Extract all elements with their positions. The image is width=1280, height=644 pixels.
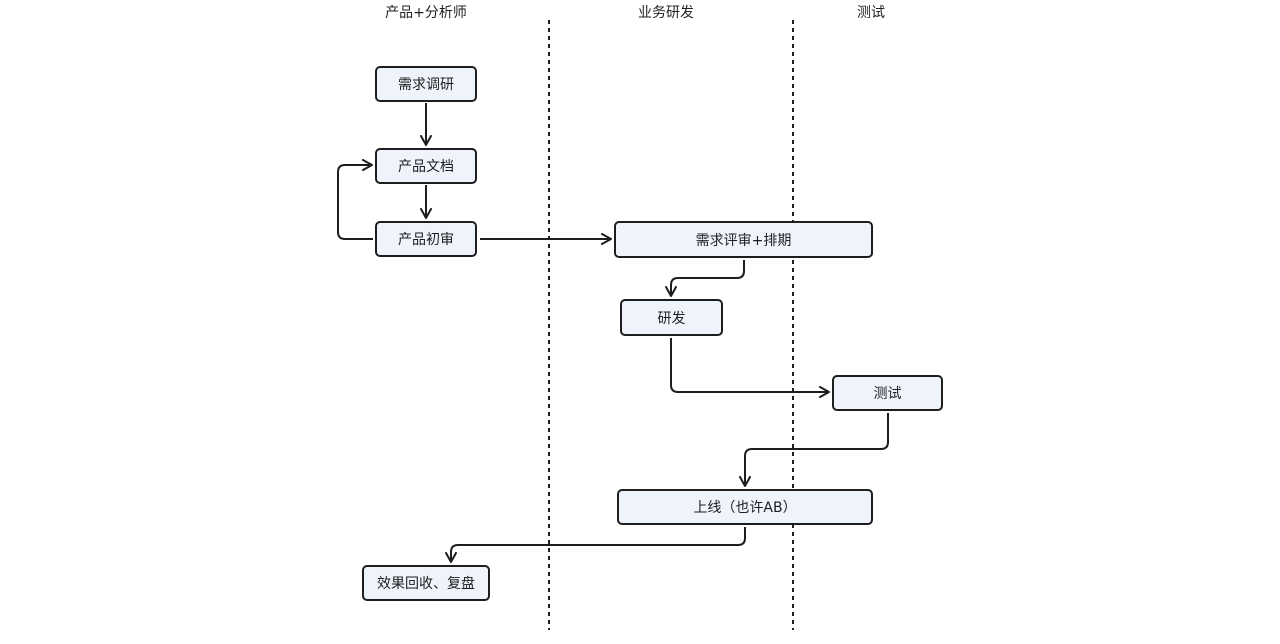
node-review[interactable]: 产品初审 [375,221,477,257]
node-testing[interactable]: 测试 [832,375,943,411]
arrow-schedule-to-develop [665,260,745,297]
node-schedule[interactable]: 需求评审+排期 [614,221,873,258]
node-doc[interactable]: 产品文档 [375,148,477,184]
arrow-develop-to-testing [670,338,830,398]
node-research[interactable]: 需求调研 [375,66,477,102]
lane-title-product: 产品+分析师 [385,5,467,21]
node-retro[interactable]: 效果回收、复盘 [362,565,490,601]
arrow-review-back-to-doc [337,159,373,240]
lane-title-dev: 业务研发 [638,5,694,21]
lane-title-test: 测试 [857,5,885,21]
node-develop[interactable]: 研发 [620,299,723,336]
arrow-launch-to-retro [445,527,746,563]
node-launch[interactable]: 上线（也许AB） [617,489,873,525]
arrow-testing-to-launch [739,413,889,487]
